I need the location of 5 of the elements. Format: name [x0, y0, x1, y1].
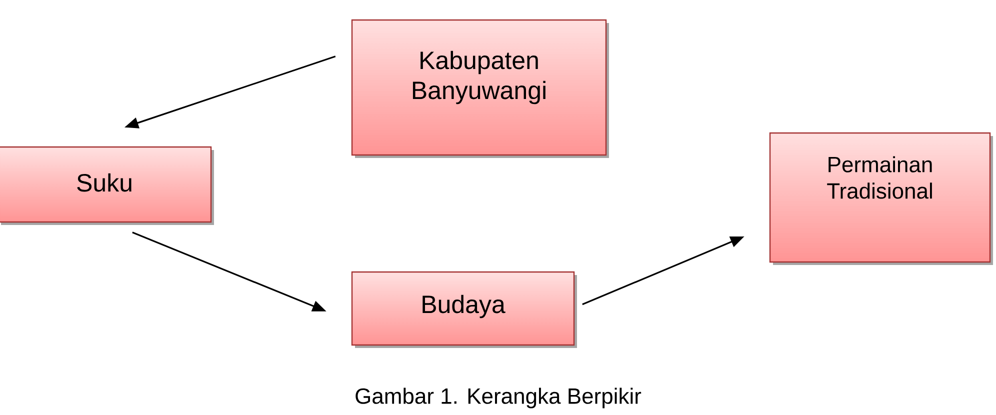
process-box: Suku — [0, 146, 214, 225]
process-box: Permainan Tradisional — [769, 132, 994, 265]
process-box: Kabupaten Banyuwangi — [351, 19, 609, 158]
caption: Gambar 1. Kerangka Berpikir — [356, 388, 642, 408]
process-box: Budaya — [351, 271, 577, 348]
